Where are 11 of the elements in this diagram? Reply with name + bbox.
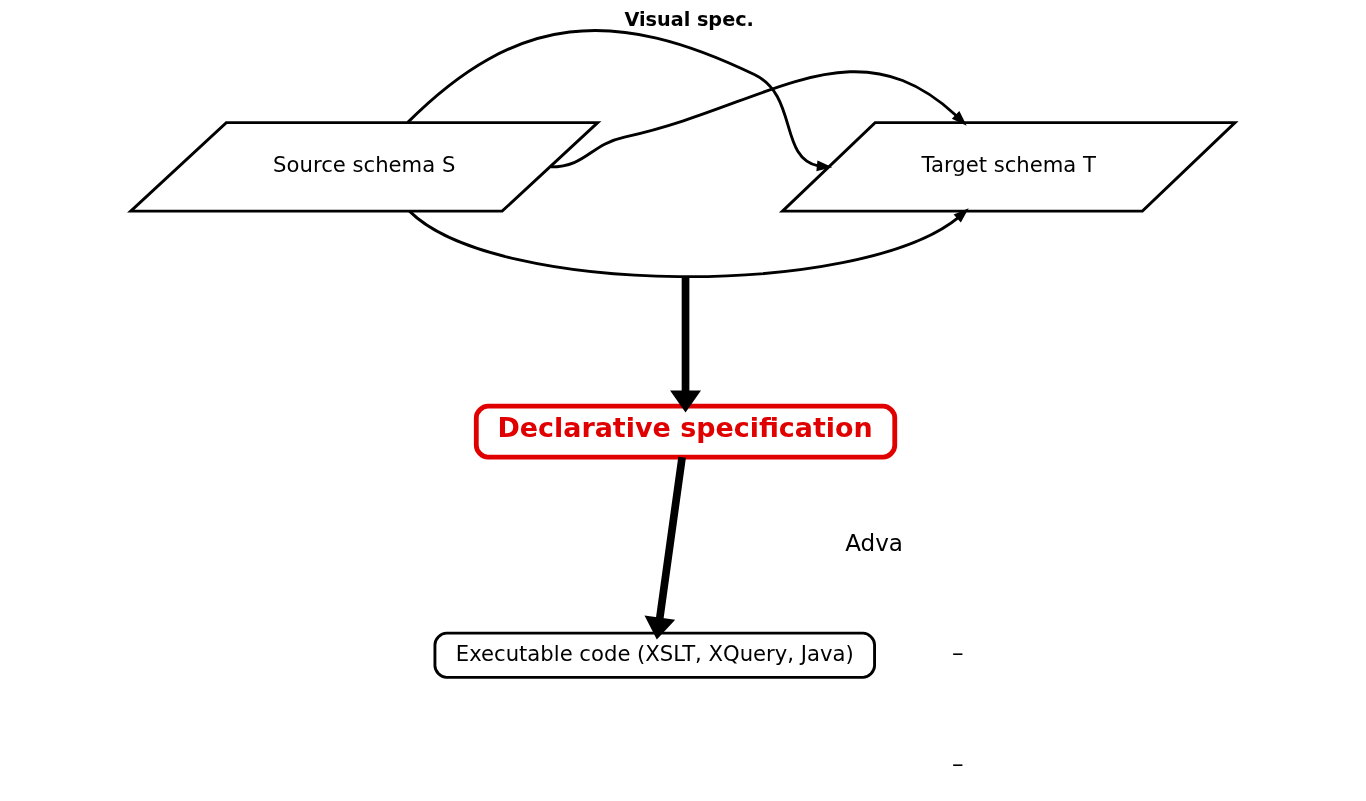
node-box: Declarative specification: [473, 403, 898, 460]
arrow: [670, 276, 701, 413]
label: –: [952, 750, 964, 777]
node-box: Executable code (XSLT, XQuery, Java): [433, 631, 876, 679]
edge-label: Visual spec.: [624, 8, 754, 32]
label: Adva: [845, 529, 903, 556]
arrow: [550, 70, 967, 169]
arrow: [644, 456, 686, 640]
arrow: [408, 208, 969, 279]
arrow: [406, 29, 833, 172]
label: –: [952, 640, 964, 667]
